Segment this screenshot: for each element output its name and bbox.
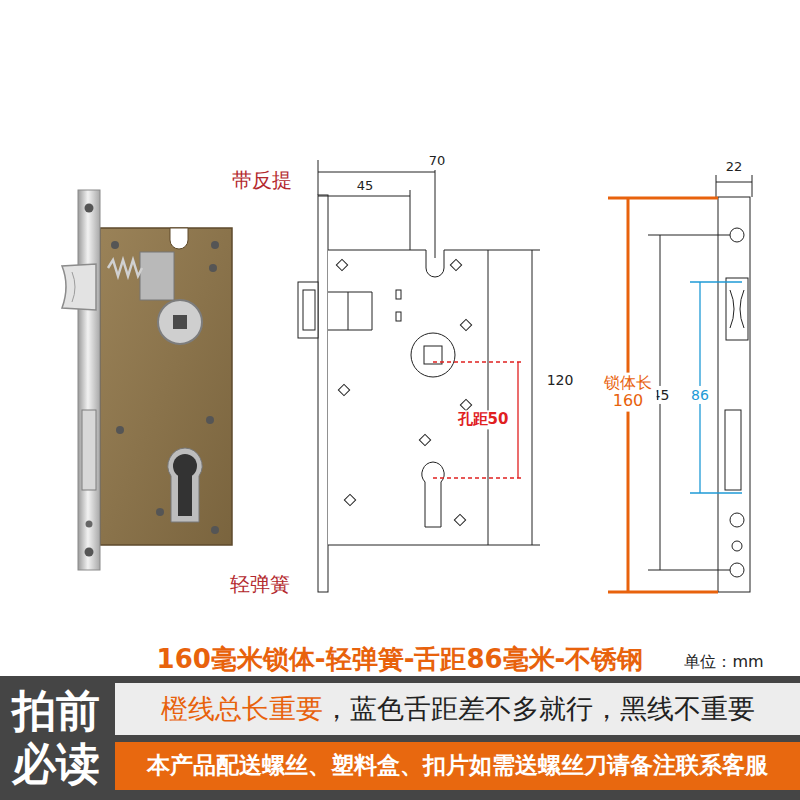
spindle-outline bbox=[424, 346, 442, 364]
case-notch bbox=[170, 228, 188, 249]
note-strip: 橙线总长重要，蓝色舌距差不多就行，黑线不重要 bbox=[115, 683, 800, 735]
extension-line bbox=[716, 175, 717, 197]
dimension-value: 22 bbox=[726, 160, 743, 175]
feature-label: 带反提 bbox=[232, 169, 292, 192]
rivet bbox=[211, 526, 219, 534]
spec-caption: 160毫米锁体-轻弹簧-舌距86毫米-不锈钢 bbox=[157, 645, 644, 675]
notice-text: 拍前 必读 bbox=[6, 685, 106, 791]
rivet bbox=[116, 426, 124, 434]
latch-outline bbox=[303, 290, 315, 330]
spindle-square bbox=[173, 315, 187, 329]
latch-bolt bbox=[62, 264, 96, 310]
faceplate-side bbox=[718, 197, 750, 592]
side-drawing bbox=[648, 175, 752, 592]
case-outline bbox=[328, 250, 488, 545]
screw-hole bbox=[730, 513, 744, 527]
dimension-value: 120 bbox=[547, 372, 574, 388]
bolt-slot bbox=[82, 410, 96, 490]
extension-line bbox=[752, 175, 753, 197]
tongue-distance bbox=[690, 282, 742, 493]
screw-hole bbox=[85, 204, 94, 213]
spindle-outline bbox=[411, 333, 455, 377]
screw-hole bbox=[732, 541, 742, 551]
screw-marks bbox=[336, 259, 471, 525]
lock-case bbox=[100, 228, 232, 545]
service-band: 本产品配送螺丝、塑料盒、扣片如需送螺丝刀请备注联系客服 bbox=[115, 742, 800, 790]
latch-outline bbox=[298, 282, 318, 338]
screw-hole bbox=[730, 563, 744, 577]
faceplate-outline bbox=[318, 195, 328, 592]
screw-hole bbox=[86, 521, 93, 528]
dimension-line bbox=[318, 172, 435, 173]
faceplate bbox=[78, 190, 100, 570]
cylinder-hole bbox=[178, 466, 192, 516]
dimension-value: 45 bbox=[357, 179, 374, 194]
spring bbox=[108, 260, 142, 276]
footer-ground bbox=[0, 676, 800, 800]
dimension-value: 孔距50 bbox=[456, 410, 511, 429]
dimension-line bbox=[716, 182, 752, 183]
dimension-line bbox=[532, 250, 533, 545]
rivet bbox=[111, 241, 119, 249]
unit-note: 单位：mm bbox=[684, 653, 763, 671]
latch-gear bbox=[140, 252, 174, 300]
hole-spacing bbox=[433, 362, 522, 478]
notice-badge: 拍前 必读 bbox=[0, 676, 112, 800]
cylinder-ring bbox=[168, 448, 202, 522]
slot bbox=[396, 290, 401, 299]
extension-line bbox=[318, 160, 319, 195]
latch-slide bbox=[328, 292, 372, 330]
cylinder-outline bbox=[422, 462, 444, 527]
latch-face bbox=[730, 290, 744, 328]
front-drawing bbox=[298, 160, 540, 592]
screw-hole bbox=[730, 228, 744, 242]
spindle-hub bbox=[158, 300, 202, 344]
feature-label: 轻弹簧 bbox=[230, 573, 290, 596]
latch-window bbox=[726, 278, 748, 340]
rivet bbox=[211, 241, 219, 249]
latch-slide bbox=[348, 292, 349, 330]
extension-line bbox=[435, 170, 436, 258]
rivet bbox=[206, 416, 214, 424]
dimension-value: 70 bbox=[427, 153, 448, 170]
notice-text: ，蓝色舌距差不多就行，黑线不重要 bbox=[323, 693, 755, 725]
dimension-line bbox=[318, 196, 410, 197]
slot bbox=[396, 312, 401, 321]
extension-line bbox=[410, 190, 411, 250]
notice-text: 本产品配送螺丝、塑料盒、扣片如需送螺丝刀请备注联系客服 bbox=[147, 752, 768, 780]
dimension-value: 锁体长 160 bbox=[600, 373, 657, 412]
latch-bolt bbox=[72, 272, 75, 302]
screw-hole bbox=[85, 548, 94, 557]
rivet bbox=[209, 264, 217, 272]
notice-text: 橙线总长重要 bbox=[161, 693, 323, 725]
rivet bbox=[156, 508, 164, 516]
lock-photo bbox=[62, 190, 232, 570]
bolt-slot bbox=[725, 410, 741, 490]
dimension-value: 86 bbox=[689, 386, 711, 404]
